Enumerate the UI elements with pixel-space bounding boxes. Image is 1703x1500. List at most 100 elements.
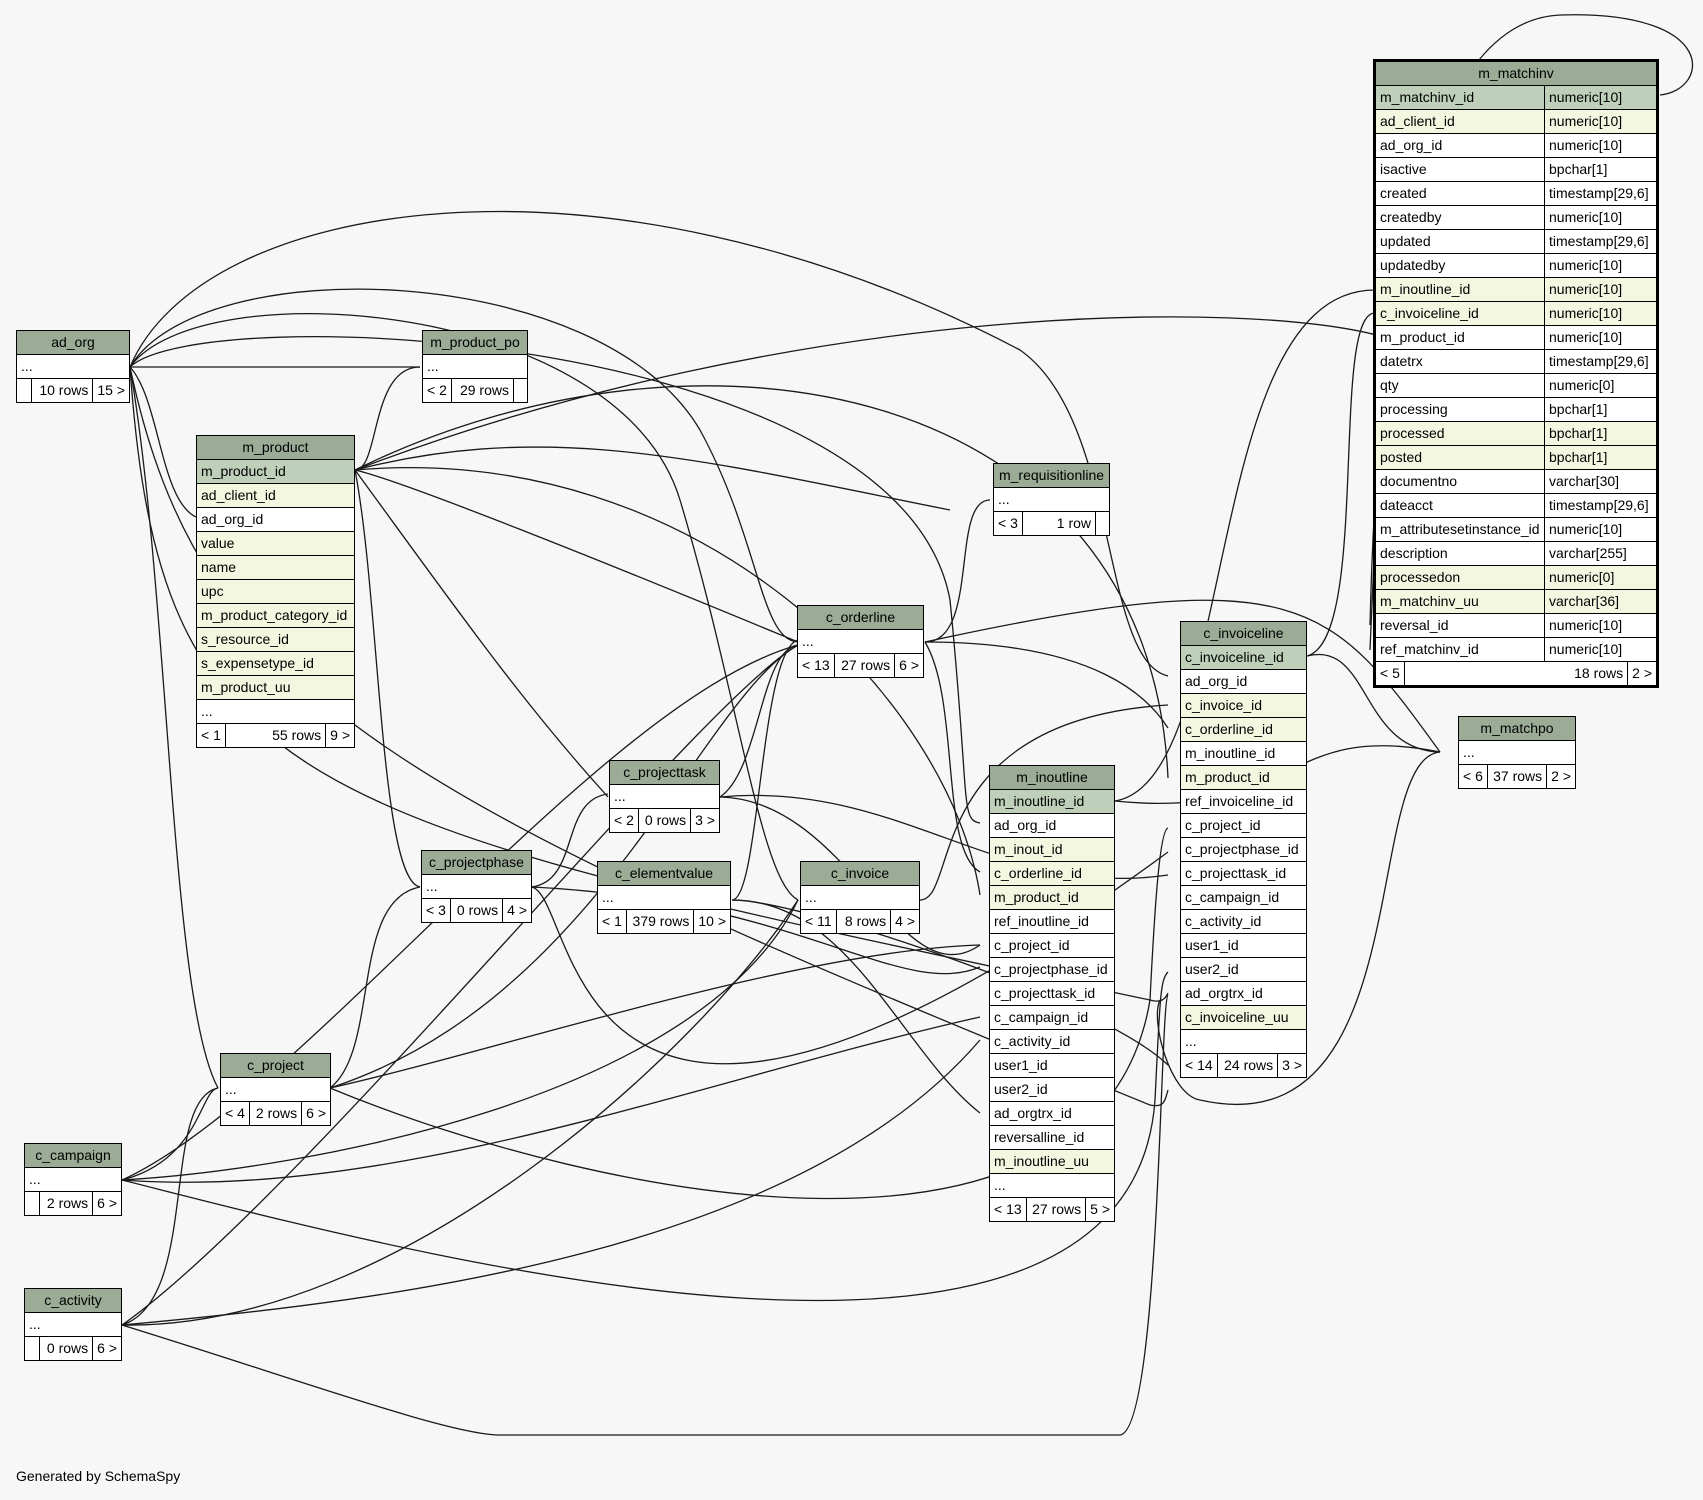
table-column-row[interactable]: c_projecttask_id <box>1181 862 1306 886</box>
parents-link[interactable]: < 13 <box>802 657 830 673</box>
children-link[interactable]: 10 > <box>693 910 730 933</box>
children-link[interactable]: 15 > <box>92 379 129 402</box>
children-link[interactable]: 6 > <box>301 1102 330 1125</box>
table-column-row[interactable]: c_project_id <box>1181 814 1306 838</box>
table-title[interactable]: m_product_po <box>423 331 527 355</box>
children-link[interactable]: 5 > <box>1085 1198 1114 1221</box>
table-column-row[interactable]: c_campaign_id <box>1181 886 1306 910</box>
children-link[interactable]: 3 > <box>1277 1054 1306 1077</box>
table-column-row[interactable]: m_inoutline_id <box>1181 742 1306 766</box>
table-column-row[interactable]: c_projectphase_id <box>990 958 1114 982</box>
table-title[interactable]: c_project <box>221 1054 330 1078</box>
table-column-row[interactable]: ad_orgtrx_id <box>1181 982 1306 1006</box>
children-link[interactable] <box>513 379 527 402</box>
children-link[interactable] <box>1095 512 1109 535</box>
table-title[interactable]: c_activity <box>25 1289 121 1313</box>
table-column-row[interactable]: ... <box>994 488 1109 512</box>
table-column-row[interactable]: value <box>197 532 354 556</box>
parents-link[interactable]: < 6 <box>1463 768 1483 784</box>
table-column-row[interactable]: s_expensetype_id <box>197 652 354 676</box>
table-title[interactable]: c_projectphase <box>422 851 531 875</box>
children-link[interactable]: 4 > <box>502 899 531 922</box>
table-column-row[interactable]: name <box>197 556 354 580</box>
table-column-row[interactable]: c_invoice_id <box>1181 694 1306 718</box>
children-link[interactable]: 2 > <box>1627 662 1656 685</box>
table-column-row[interactable]: user2_id <box>1181 958 1306 982</box>
table-column-row[interactable]: ad_client_id <box>197 484 354 508</box>
parents-link[interactable]: < 2 <box>427 382 447 398</box>
table-column-row[interactable]: ... <box>423 355 527 379</box>
table-column-row[interactable]: reversalline_id <box>990 1126 1114 1150</box>
table-column-row[interactable]: ... <box>422 875 531 899</box>
table-column-row[interactable]: s_resource_id <box>197 628 354 652</box>
table-title[interactable]: m_inoutline <box>990 766 1114 790</box>
table-column-row[interactable]: m_inoutline_uu <box>990 1150 1114 1174</box>
table-column-row[interactable]: m_inoutline_id <box>990 790 1114 814</box>
table-column-row[interactable]: ... <box>1181 1030 1306 1054</box>
table-title[interactable]: c_invoiceline <box>1181 622 1306 646</box>
parents-link[interactable]: < 3 <box>998 515 1018 531</box>
table-column-row[interactable]: m_product_id <box>1181 766 1306 790</box>
table-column-row[interactable]: ad_org_id <box>990 814 1114 838</box>
parents-link[interactable] <box>25 1192 39 1215</box>
table-column-row[interactable]: m_product_uu <box>197 676 354 700</box>
table-column-row[interactable]: ... <box>25 1313 121 1337</box>
table-title[interactable]: m_matchinv <box>1376 62 1656 86</box>
table-column-row[interactable]: upc <box>197 580 354 604</box>
table-title[interactable]: m_requisitionline <box>994 464 1109 488</box>
table-column-row[interactable]: c_activity_id <box>1181 910 1306 934</box>
children-link[interactable]: 6 > <box>894 654 923 677</box>
table-title[interactable]: m_product <box>197 436 354 460</box>
children-link[interactable]: 2 > <box>1546 765 1575 788</box>
table-column-row[interactable]: user1_id <box>1181 934 1306 958</box>
table-column-row[interactable]: ad_org_id <box>1181 670 1306 694</box>
table-title[interactable]: c_campaign <box>25 1144 121 1168</box>
table-column-row[interactable]: m_inout_id <box>990 838 1114 862</box>
table-column-row[interactable]: ... <box>598 886 730 910</box>
table-column-row[interactable]: m_product_category_id <box>197 604 354 628</box>
table-column-row[interactable]: c_orderline_id <box>990 862 1114 886</box>
table-column-row[interactable]: c_invoiceline_id <box>1181 646 1306 670</box>
table-column-row[interactable]: ... <box>25 1168 121 1192</box>
parents-link[interactable] <box>17 379 31 402</box>
children-link[interactable]: 4 > <box>890 910 919 933</box>
table-column-row[interactable]: ... <box>197 700 354 724</box>
table-column-row[interactable]: user1_id <box>990 1054 1114 1078</box>
table-title[interactable]: m_matchpo <box>1459 717 1575 741</box>
parents-link[interactable]: < 11 <box>805 913 832 929</box>
table-title[interactable]: c_elementvalue <box>598 862 730 886</box>
table-column-row[interactable]: ... <box>798 630 923 654</box>
table-column-row[interactable]: c_orderline_id <box>1181 718 1306 742</box>
